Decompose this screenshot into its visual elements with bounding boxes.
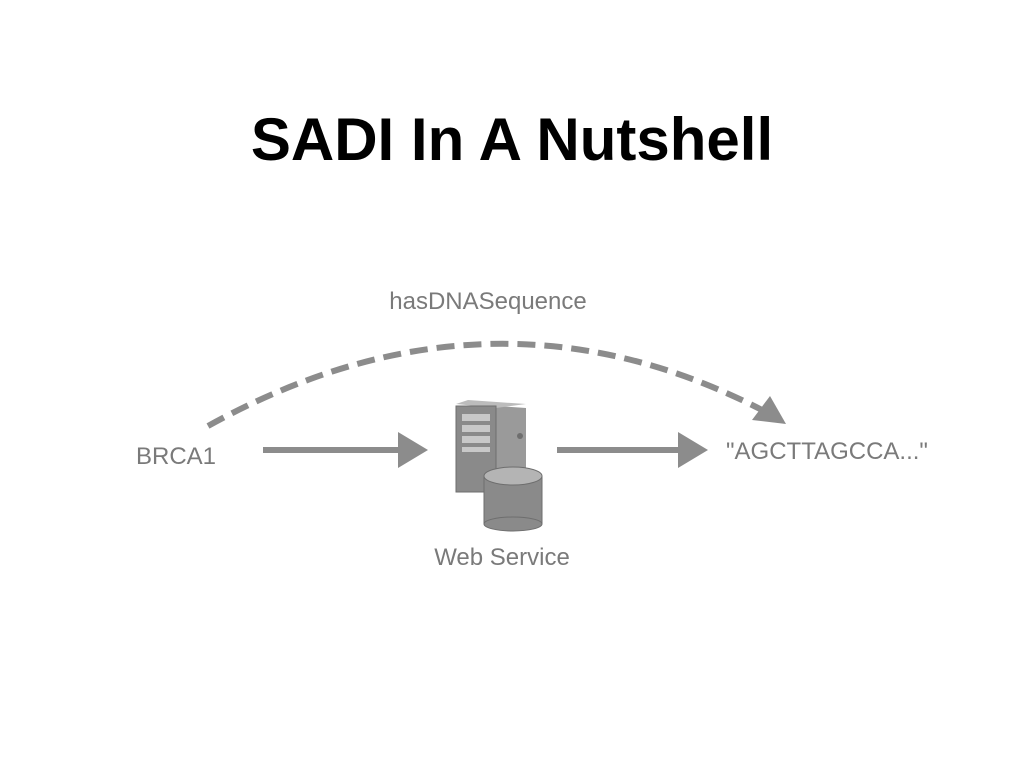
service-label: Web Service xyxy=(434,544,570,571)
output-arrowhead xyxy=(678,432,708,468)
input-arrowhead xyxy=(398,432,428,468)
predicate-arc xyxy=(206,340,764,429)
output-label: "AGCTTAGCCA..." xyxy=(726,438,928,465)
slide-title: SADI In A Nutshell xyxy=(250,106,774,173)
predicate-label: hasDNASequence xyxy=(389,288,586,315)
predicate-arrowhead xyxy=(752,396,786,424)
database-icon xyxy=(483,466,543,532)
input-label: BRCA1 xyxy=(136,443,216,470)
